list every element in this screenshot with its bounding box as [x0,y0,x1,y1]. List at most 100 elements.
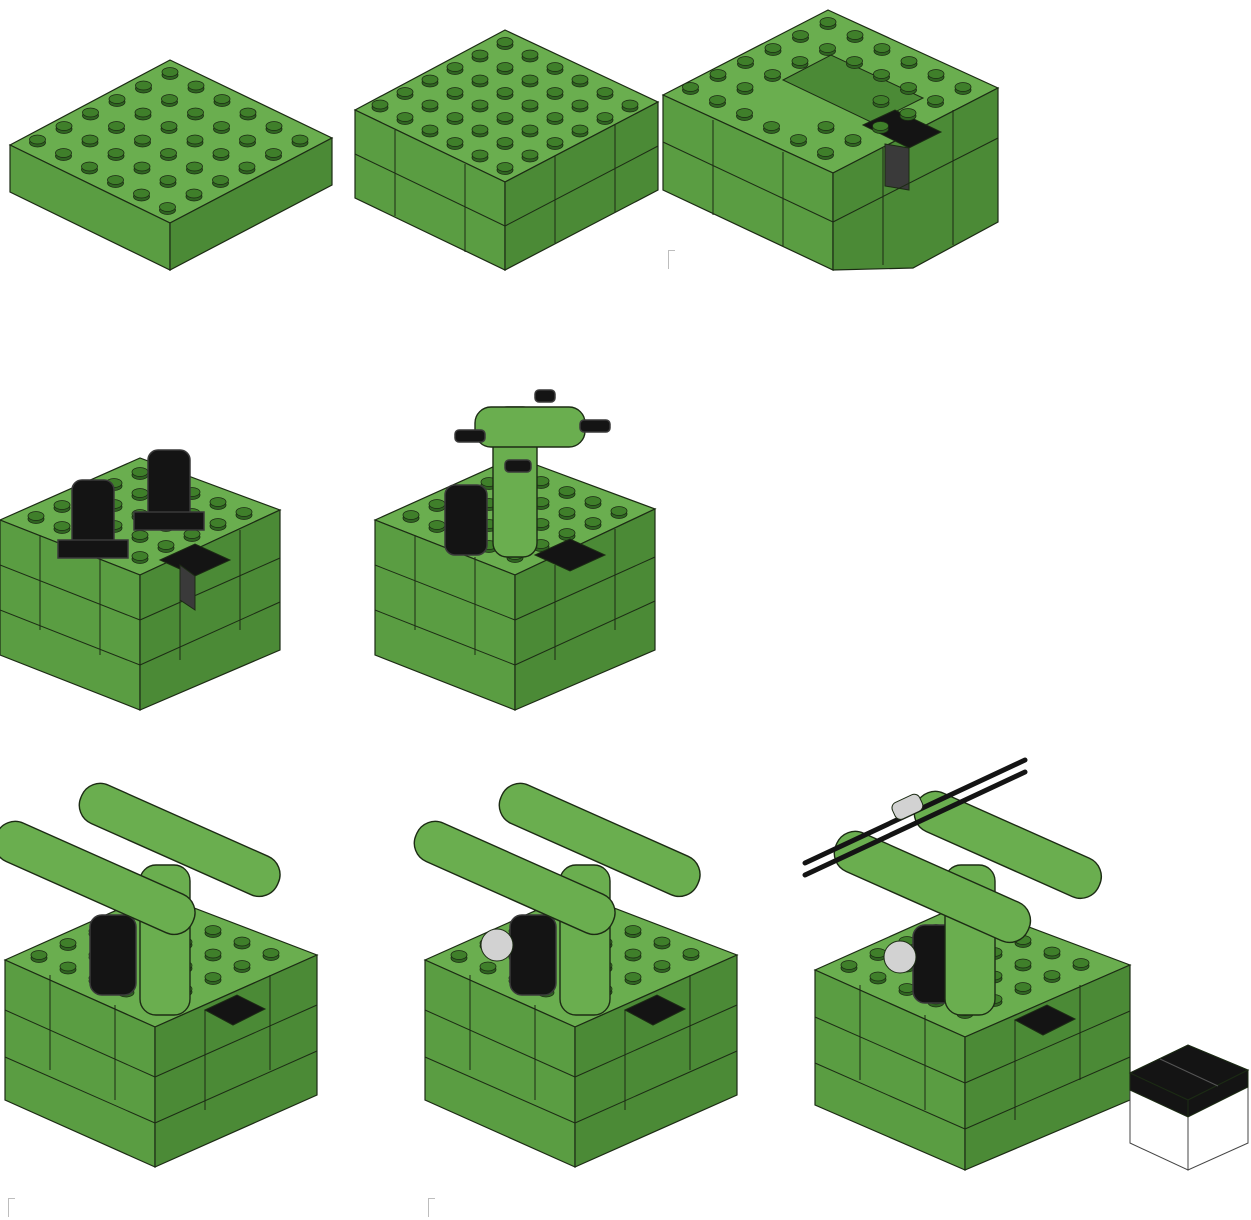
stud [497,113,513,122]
stud [205,949,221,958]
step-7-bushing [425,765,745,1175]
registration-mark [8,1198,15,1217]
stud [928,70,944,79]
tile-block-icon [1118,1025,1251,1175]
stud [429,521,445,530]
stud [205,973,221,982]
stud [547,88,563,97]
step-3-frame [663,10,1003,275]
stud [572,75,588,84]
stud [239,162,255,171]
stud [135,135,151,144]
stud [472,75,488,84]
double-beam-icon [5,765,325,1175]
stud [236,508,252,517]
stud [585,518,601,527]
stud [422,75,438,84]
beam-mount-icon [375,385,665,715]
stud [422,125,438,134]
stud [791,135,807,144]
stud [547,113,563,122]
stud [522,150,538,159]
stud [683,83,699,92]
stud [54,522,70,531]
step-1-plate [10,60,340,275]
brick-frame-icon [663,10,1003,275]
stud [188,108,204,117]
stud [611,507,627,516]
stud [109,122,125,131]
stud [1044,971,1060,980]
stud [472,100,488,109]
stud [497,138,513,147]
stud [56,122,72,131]
stud [161,122,177,131]
stud [240,135,256,144]
stud [874,44,890,53]
stud [132,489,148,498]
stud [497,63,513,72]
stud [447,138,463,147]
stud [187,135,203,144]
stud [161,149,177,158]
stud [572,100,588,109]
stud [1073,959,1089,968]
stud [683,949,699,958]
stud [597,113,613,122]
stud [422,100,438,109]
stud [559,529,575,538]
stud [847,57,863,66]
stud [210,519,226,528]
stud [547,63,563,72]
stud [82,162,98,171]
stud [497,38,513,47]
stud [559,487,575,496]
stud [108,149,124,158]
stud [240,108,256,117]
stud [188,81,204,90]
stud [372,100,388,109]
stud [625,949,641,958]
stud [710,70,726,79]
stud [472,150,488,159]
stud [132,552,148,561]
stud [56,149,72,158]
stud [737,109,753,118]
stud [205,926,221,935]
stud [397,88,413,97]
stud [136,81,152,90]
stud [765,44,781,53]
registration-mark [428,1198,435,1217]
stud [108,176,124,185]
plate-6x6-icon [10,60,340,275]
stud [162,95,178,104]
stud [818,148,834,157]
stud [654,961,670,970]
step-9-tile-block [1118,1025,1251,1175]
stud [210,498,226,507]
stud [82,135,98,144]
stud [403,511,419,520]
stud [522,75,538,84]
stud [1015,983,1031,992]
stud [900,109,916,118]
stud [134,162,150,171]
stud [847,31,863,40]
stud [397,113,413,122]
stud [480,962,496,971]
stud [497,88,513,97]
step-4-connectors [0,440,290,715]
brick-base-icon [355,30,665,275]
stud [738,57,754,66]
stud [31,951,47,960]
stud [60,962,76,971]
stud [585,497,601,506]
stud [234,961,250,970]
step-6-double-beam [5,765,325,1175]
connector-mount-icon [0,440,290,715]
stud [447,88,463,97]
stud [132,468,148,477]
stud [213,176,229,185]
stud [60,939,76,948]
step-2-base [355,30,665,275]
